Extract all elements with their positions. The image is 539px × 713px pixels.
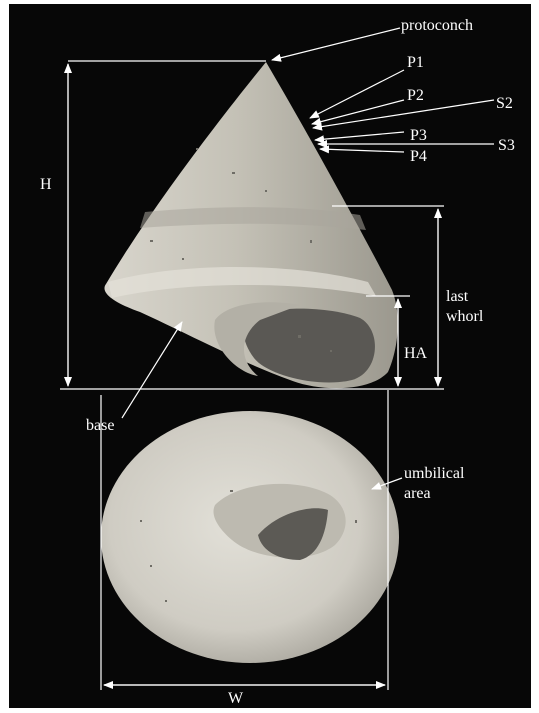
label-last-whorl-2: whorl bbox=[446, 308, 484, 325]
label-p3: P3 bbox=[410, 127, 427, 144]
label-p1: P1 bbox=[407, 54, 424, 71]
label-h: H bbox=[40, 176, 52, 193]
shell-side-view bbox=[104, 62, 397, 388]
label-ha: HA bbox=[404, 345, 428, 362]
label-p2: P2 bbox=[407, 87, 424, 104]
label-p4: P4 bbox=[410, 148, 427, 165]
label-s2: S2 bbox=[496, 95, 513, 112]
label-s3: S3 bbox=[498, 137, 515, 154]
label-w: W bbox=[228, 690, 244, 707]
label-protoconch: protoconch bbox=[401, 17, 473, 34]
label-umbilical-2: area bbox=[404, 485, 431, 502]
shell-basal-view bbox=[101, 411, 399, 663]
label-last-whorl-1: last bbox=[446, 288, 469, 305]
label-base: base bbox=[86, 417, 114, 434]
label-umbilical-1: umbilical bbox=[404, 465, 465, 482]
aperture bbox=[244, 309, 375, 383]
